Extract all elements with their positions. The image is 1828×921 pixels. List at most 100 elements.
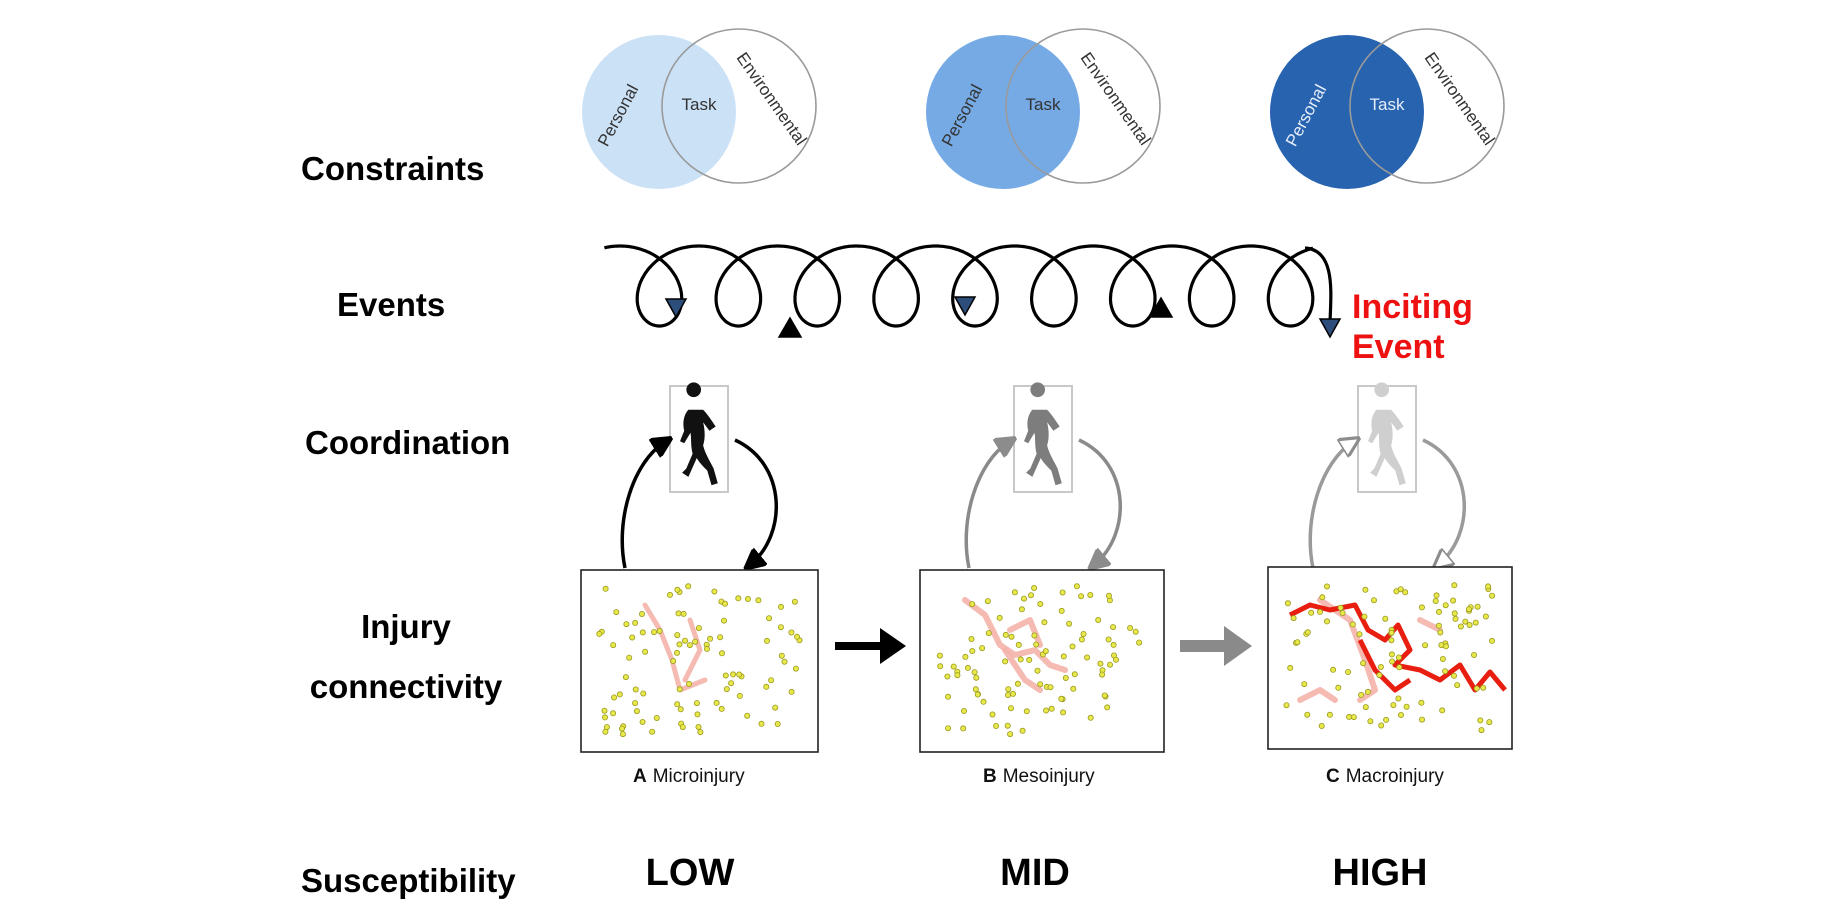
injury-dot xyxy=(1339,610,1346,617)
level-low: LOW xyxy=(645,852,735,894)
injury-dot xyxy=(1439,656,1446,663)
injury-dot xyxy=(744,596,751,603)
injury-dot xyxy=(639,611,646,618)
injury-dot xyxy=(937,663,944,670)
coordination-loop-right-arrow xyxy=(734,438,778,564)
injury-dot xyxy=(964,664,971,671)
injury-dot xyxy=(656,628,663,635)
injury-dot xyxy=(596,630,603,637)
injury-dot xyxy=(766,615,773,622)
injury-dot xyxy=(1326,711,1333,718)
injury-dot xyxy=(629,634,636,641)
injury-panel-frame xyxy=(1267,566,1513,750)
injury-dot xyxy=(611,694,618,701)
injury-dot xyxy=(763,683,770,690)
injury-dot xyxy=(1435,622,1442,629)
coordination-loop-right-arrow xyxy=(1078,438,1122,564)
injury-dot xyxy=(697,729,704,736)
injury-dot xyxy=(1008,705,1015,712)
injury-dot xyxy=(954,672,961,679)
injury-dot xyxy=(676,686,683,693)
injury-dot xyxy=(707,635,714,642)
label-coordination: Coordination xyxy=(305,424,511,461)
injury-dot xyxy=(1419,716,1426,723)
injury-dot xyxy=(711,588,718,595)
injury-dot xyxy=(774,721,781,728)
injury-dot xyxy=(1110,624,1117,631)
injury-dot xyxy=(972,686,979,693)
injury-dot xyxy=(969,601,976,608)
injury-dot xyxy=(1058,695,1065,702)
injury-dot xyxy=(1350,714,1357,721)
venn-label-task: Task xyxy=(1370,95,1405,114)
injury-dot xyxy=(686,680,693,687)
injury-dot xyxy=(985,630,992,637)
injury-dot xyxy=(721,617,728,624)
injury-dot xyxy=(602,728,609,735)
injury-dot xyxy=(1377,664,1384,671)
injury-dot xyxy=(1451,582,1458,589)
injury-dot xyxy=(1060,653,1067,660)
injury-dot xyxy=(1041,619,1048,626)
injury-dot xyxy=(1107,661,1114,668)
injury-dot xyxy=(1031,632,1038,639)
injury-dot xyxy=(1018,606,1025,613)
venn-label-environmental: Environmental xyxy=(733,49,811,149)
panel-letter: C xyxy=(1326,766,1340,787)
event-spiral-path xyxy=(604,244,1315,328)
injury-dot xyxy=(1388,629,1395,636)
injury-dot xyxy=(969,648,976,655)
event-spiral-tail xyxy=(1304,246,1333,327)
panel-name: Microinjury xyxy=(652,766,745,787)
injury-dot xyxy=(778,603,785,610)
injury-dot xyxy=(653,715,660,722)
injury-dot xyxy=(1008,633,1015,640)
injury-dot xyxy=(1330,666,1337,673)
personal-circle xyxy=(582,35,736,189)
injury-dot xyxy=(679,724,686,731)
injury-dot xyxy=(613,609,620,616)
injury-dot xyxy=(1019,727,1026,734)
injury-dot xyxy=(1471,652,1478,659)
injury-dot xyxy=(1069,643,1076,650)
injury-dot xyxy=(1070,685,1077,692)
injury-dot xyxy=(1390,702,1397,709)
injury-dot xyxy=(632,686,639,693)
injury-dot xyxy=(968,636,975,643)
injury-dot xyxy=(1087,714,1094,721)
injury-dot xyxy=(1403,703,1410,710)
inciting-event-label: Inciting Event xyxy=(1352,287,1473,367)
venn-label-environmental: Environmental xyxy=(1421,49,1499,149)
injury-dot xyxy=(682,637,689,644)
injury-dot xyxy=(1062,675,1069,682)
injury-dot xyxy=(1402,589,1409,596)
injury-dot xyxy=(1486,719,1493,726)
injury-dot xyxy=(704,645,711,652)
injury-dot xyxy=(1482,613,1489,620)
injury-dot xyxy=(1084,654,1091,661)
injury-dot xyxy=(1283,702,1290,709)
injury-dot xyxy=(674,586,681,593)
injury-dot xyxy=(736,692,743,699)
venn-label-task: Task xyxy=(682,95,717,114)
coordination-group xyxy=(964,382,1122,568)
injury-panel xyxy=(1267,566,1513,750)
injury-dot xyxy=(602,585,609,592)
injury-dot xyxy=(722,672,729,679)
injury-dot xyxy=(1304,711,1311,718)
injury-dot xyxy=(1437,629,1444,636)
injury-dot xyxy=(980,698,987,705)
injury-dot xyxy=(1034,667,1041,674)
injury-dot xyxy=(984,598,991,605)
injury-dot xyxy=(961,708,968,715)
injury-dot xyxy=(1452,615,1459,622)
injury-dot xyxy=(945,725,952,732)
injury-dot xyxy=(1362,704,1369,711)
injury-dot xyxy=(639,719,646,726)
injury-dot xyxy=(1337,604,1344,611)
injury-dot xyxy=(1021,595,1028,602)
injury-dot xyxy=(674,632,681,639)
panel-letter: A xyxy=(633,766,647,787)
